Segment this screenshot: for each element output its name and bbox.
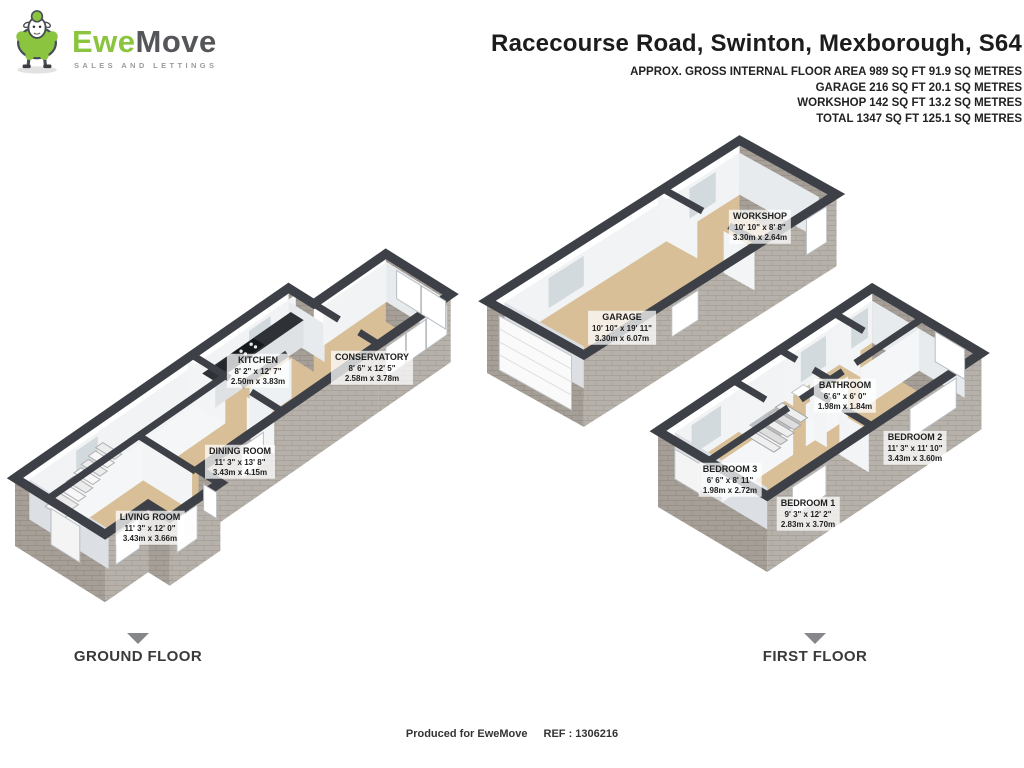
room-size-metric: 1.98m x 2.72m xyxy=(702,485,758,495)
room-label-garage: GARAGE 10' 10" x 19' 11" 3.30m x 6.07m xyxy=(588,310,656,346)
room-size-metric: 2.83m x 3.70m xyxy=(780,519,836,529)
page-title: Racecourse Road, Swinton, Mexborough, S6… xyxy=(491,30,1022,57)
brand-part-green: Ewe xyxy=(72,24,136,59)
sheep-icon xyxy=(16,10,58,74)
room-name: GARAGE xyxy=(602,311,642,322)
room-size-metric: 3.30m x 6.07m xyxy=(594,333,650,343)
room-label-workshop: WORKSHOP 10' 10" x 8' 8" 3.30m x 2.64m xyxy=(728,209,792,245)
area-line-total-internal: APPROX. GROSS INTERNAL FLOOR AREA 989 SQ… xyxy=(630,66,1022,78)
down-arrow-icon xyxy=(804,633,826,644)
area-summary: APPROX. GROSS INTERNAL FLOOR AREA 989 SQ… xyxy=(302,65,1022,127)
room-label-bedroom-1: BEDROOM 1 9' 3" x 12' 2" 2.83m x 3.70m xyxy=(776,496,840,532)
brand-part-dark: Move xyxy=(135,24,217,59)
room-label-kitchen: KITCHEN 8' 2" x 12' 7" 2.50m x 3.83m xyxy=(226,353,290,389)
room-name: BEDROOM 3 xyxy=(702,463,758,474)
room-label-conservatory: CONSERVATORY 8' 6" x 12' 5" 2.58m x 3.78… xyxy=(330,350,414,386)
area-line-workshop: WORKSHOP 142 SQ FT 13.2 SQ METRES xyxy=(797,97,1022,109)
room-size-metric: 3.43m x 4.15m xyxy=(212,467,268,477)
room-size-imperial: 11' 3" x 12' 0" xyxy=(124,523,176,533)
brand-tagline: SALES AND LETTINGS xyxy=(74,61,218,70)
logo-text: EweMove SALES AND LETTINGS xyxy=(72,26,217,70)
footer-reference: REF : 1306216 xyxy=(543,728,619,740)
room-name: BEDROOM 2 xyxy=(887,431,943,442)
room-size-imperial: 10' 10" x 8' 8" xyxy=(734,222,786,232)
room-name: WORKSHOP xyxy=(732,210,787,221)
room-name: BEDROOM 1 xyxy=(780,497,836,508)
room-size-imperial: 11' 3" x 13' 8" xyxy=(214,457,266,467)
room-label-bedroom-2: BEDROOM 2 11' 3" x 11' 10" 3.43m x 3.60m xyxy=(883,430,947,466)
caption-ground-floor: GROUND FLOOR xyxy=(73,648,203,665)
room-label-bedroom-3: BEDROOM 3 6' 6" x 8' 11" 1.98m x 2.72m xyxy=(698,462,762,498)
room-name: KITCHEN xyxy=(237,354,278,365)
down-arrow-icon xyxy=(127,633,149,644)
caption-first-floor: FIRST FLOOR xyxy=(762,648,868,665)
room-label-bathroom: BATHROOM 6' 6" x 6' 0" 1.98m x 1.84m xyxy=(813,378,877,414)
room-size-imperial: 8' 2" x 12' 7" xyxy=(234,366,282,376)
room-size-metric: 3.43m x 3.60m xyxy=(887,453,943,463)
room-label-living-room: LIVING ROOM 11' 3" x 12' 0" 3.43m x 3.66… xyxy=(115,510,185,546)
room-name: LIVING ROOM xyxy=(119,511,181,522)
brand-name: EweMove xyxy=(72,26,217,57)
room-size-imperial: 6' 6" x 6' 0" xyxy=(823,391,867,401)
room-label-dining-room: DINING ROOM 11' 3" x 13' 8" 3.43m x 4.15… xyxy=(205,444,275,480)
room-size-imperial: 10' 10" x 19' 11" xyxy=(592,323,652,333)
room-size-metric: 2.50m x 3.83m xyxy=(230,376,286,386)
footer-produced-for: Produced for EweMove xyxy=(405,728,528,740)
room-size-metric: 1.98m x 1.84m xyxy=(817,401,873,411)
room-name: DINING ROOM xyxy=(209,445,271,456)
room-size-imperial: 9' 3" x 12' 2" xyxy=(784,509,832,519)
header: Racecourse Road, Swinton, Mexborough, S6… xyxy=(302,30,1022,127)
logo: EweMove SALES AND LETTINGS xyxy=(10,8,217,76)
footer: Produced for EweMove REF : 1306216 xyxy=(0,728,1024,740)
room-size-imperial: 6' 6" x 8' 11" xyxy=(706,475,754,485)
room-size-metric: 3.43m x 3.66m xyxy=(122,533,178,543)
room-size-metric: 3.30m x 2.64m xyxy=(732,232,788,242)
room-size-metric: 2.58m x 3.78m xyxy=(344,373,400,383)
room-size-imperial: 11' 3" x 11' 10" xyxy=(887,443,943,453)
area-line-garage: GARAGE 216 SQ FT 20.1 SQ METRES xyxy=(815,81,1022,94)
room-size-imperial: 8' 6" x 12' 5" xyxy=(348,363,396,373)
room-name: CONSERVATORY xyxy=(334,351,410,362)
room-name: BATHROOM xyxy=(818,379,872,390)
area-line-total: TOTAL 1347 SQ FT 125.1 SQ METRES xyxy=(816,112,1022,125)
